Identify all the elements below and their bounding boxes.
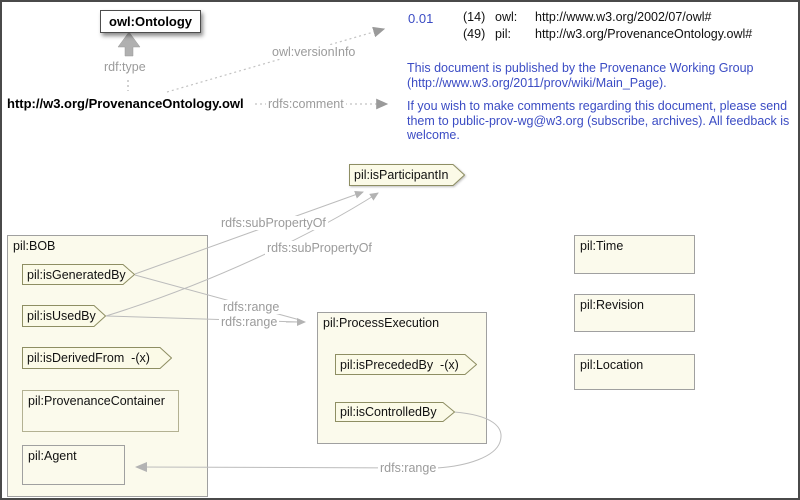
property-node-is-participant-in[interactable]: pil:isParticipantIn: [349, 164, 465, 186]
property-node-label: pil:isParticipantIn: [354, 168, 449, 182]
edge-label-subproperty-a: rdfs:subPropertyOf: [219, 216, 328, 230]
edge-label-rdf-type: rdf:type: [102, 60, 148, 74]
edge-label-version-info: owl:versionInfo: [270, 45, 358, 59]
rdf-type-pointer-icon: [117, 31, 141, 57]
ontology-uri-node[interactable]: http://w3.org/ProvenanceOntology.owl: [7, 96, 244, 111]
comment-paragraph-2: If you wish to make comments regarding t…: [407, 99, 790, 142]
class-node-label: pil:ProcessExecution: [323, 316, 440, 330]
edge-label-comment: rdfs:comment: [266, 97, 346, 111]
class-node-time[interactable]: pil:Time: [574, 235, 695, 274]
class-node-agent[interactable]: pil:Agent: [22, 445, 125, 485]
class-node-label: pil:Agent: [28, 449, 77, 463]
edge-label-range-b: rdfs:range: [219, 315, 280, 329]
namespace-count: (14): [463, 10, 486, 24]
class-node-location[interactable]: pil:Location: [574, 354, 695, 390]
property-node-label: pil:isPrecededBy -(x): [340, 357, 459, 372]
property-node-label: pil:isGeneratedBy: [27, 267, 126, 282]
edge-label-range-c: rdfs:range: [378, 461, 439, 475]
edge-label-range-a: rdfs:range: [221, 300, 282, 314]
edge-label-subproperty-b: rdfs:subPropertyOf: [265, 241, 374, 255]
class-node-label: pil:Revision: [580, 298, 644, 312]
property-node-is-used-by[interactable]: pil:isUsedBy: [22, 305, 106, 327]
rdfs-comment-text: This document is published by the Proven…: [407, 61, 795, 143]
property-node-is-controlled-by[interactable]: pil:isControlledBy: [335, 402, 455, 422]
edge-version-info: [166, 26, 386, 93]
namespace-uri: http://www.w3.org/2002/07/owl#: [535, 10, 712, 24]
namespace-row: (14) owl: http://www.w3.org/2002/07/owl#: [463, 9, 752, 26]
comment-paragraph-1: This document is published by the Proven…: [407, 61, 754, 90]
class-node-label: pil:Time: [580, 239, 624, 253]
class-node-process-execution[interactable]: pil:ProcessExecution: [317, 312, 487, 444]
namespace-prefix: owl:: [495, 10, 518, 24]
class-node-revision[interactable]: pil:Revision: [574, 294, 695, 332]
namespace-count: (49): [463, 27, 486, 41]
property-node-is-generated-by[interactable]: pil:isGeneratedBy: [22, 264, 135, 285]
class-node-label: pil:ProvenanceContainer: [28, 394, 165, 408]
property-node-label: pil:isDerivedFrom -(x): [27, 351, 150, 365]
property-node-label: pil:isControlledBy: [340, 405, 437, 419]
property-node-label: pil:isUsedBy: [27, 309, 96, 323]
class-node-label: pil:Location: [580, 358, 644, 372]
namespace-prefix: pil:: [495, 27, 511, 41]
version-info-value: 0.01: [408, 11, 434, 26]
class-node-label: pil:BOB: [13, 239, 56, 253]
namespace-row: (49) pil: http://w3.org/ProvenanceOntolo…: [463, 26, 752, 43]
property-node-is-preceded-by[interactable]: pil:isPrecededBy -(x): [335, 354, 477, 375]
namespace-uri: http://w3.org/ProvenanceOntology.owl#: [535, 27, 753, 41]
class-node-provenance-container[interactable]: pil:ProvenanceContainer: [22, 390, 179, 432]
property-node-is-derived-from[interactable]: pil:isDerivedFrom -(x): [22, 347, 172, 369]
namespace-table: (14) owl: http://www.w3.org/2002/07/owl#…: [463, 9, 752, 43]
class-node-owl-ontology[interactable]: owl:Ontology: [100, 10, 202, 33]
